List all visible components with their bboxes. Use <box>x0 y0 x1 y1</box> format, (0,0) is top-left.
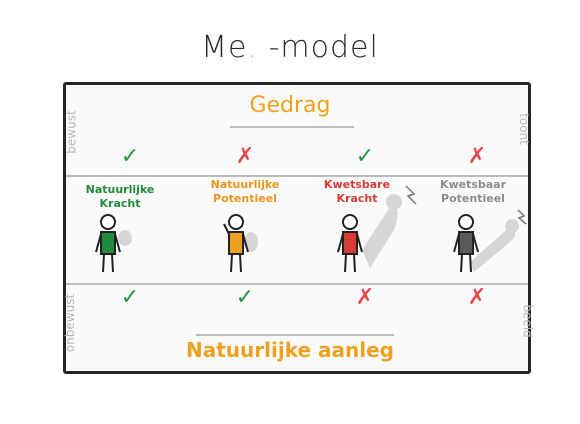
col4-shadow-head <box>505 219 519 233</box>
col2-leg-left <box>230 253 233 273</box>
col4-head <box>458 214 474 230</box>
top-divider <box>66 175 528 177</box>
col2-arm-right <box>242 233 249 253</box>
col1-shadow <box>118 230 132 246</box>
col4-shadow <box>470 228 516 272</box>
col3-leg-left <box>344 253 347 273</box>
figure-natuurlijke-kracht <box>95 214 132 273</box>
col3-shadow <box>362 205 398 268</box>
col3-label-line2: Kracht <box>336 192 378 205</box>
col1-label-line1: Natuurlijke <box>85 183 155 196</box>
col3-lightning-icon <box>405 185 417 205</box>
col3-leg-right <box>353 253 356 273</box>
gedrag-label: Gedrag <box>249 93 331 118</box>
col2-bottom-check-icon: ✓ <box>235 285 255 310</box>
page-title: Me. -model <box>0 30 580 65</box>
col3-bottom-cross-icon: ✗ <box>355 285 375 310</box>
col1-label-line2: Kracht <box>99 197 141 210</box>
model-frame <box>63 82 531 374</box>
col4-lightning-icon <box>517 209 527 225</box>
figure-kwetsbaar-potentieel <box>453 209 527 273</box>
col4-leg-left <box>460 253 463 273</box>
col4-leg-right <box>469 253 472 273</box>
col3-shadow-head <box>386 194 402 210</box>
col1-head <box>100 214 116 230</box>
bottom-divider <box>66 283 528 285</box>
col1-bottom-check-icon: ✓ <box>120 285 140 310</box>
side-label-beeld: beeld <box>520 304 535 338</box>
title-suffix: -model <box>258 30 379 65</box>
col4-label: Kwetsbaar Potentieel <box>428 178 518 206</box>
col2-body <box>228 231 244 255</box>
col1-body <box>100 231 116 255</box>
col3-label-line1: Kwetsbare <box>323 178 391 191</box>
col1-leg-right <box>111 253 114 273</box>
col4-arm-left <box>453 233 460 253</box>
col1-top-check-icon: ✓ <box>120 144 140 169</box>
col4-label-line1: Kwetsbaar <box>439 178 507 191</box>
col4-arm-right <box>472 233 479 253</box>
col4-top-cross-icon: ✗ <box>467 144 487 169</box>
col1-arm-left <box>95 233 102 253</box>
col3-top-check-icon: ✓ <box>355 144 375 169</box>
col1-leg-left <box>102 253 105 273</box>
col2-label-line2: Potentieel <box>213 192 277 205</box>
col3-arm-left <box>337 233 344 253</box>
col4-bottom-cross-icon: ✗ <box>467 285 487 310</box>
col2-label: Natuurlijke Potentieel <box>200 178 290 206</box>
title-prefix: Me <box>201 30 248 65</box>
col3-label: Kwetsbare Kracht <box>312 178 402 206</box>
side-label-toont: toont <box>516 113 531 145</box>
col3-head <box>342 214 358 230</box>
side-label-bewust: bewust <box>64 110 79 154</box>
col3-arm-right <box>356 233 363 253</box>
col2-leg-right <box>239 253 242 273</box>
col1-arm-right <box>114 233 121 253</box>
side-label-onbewust: onbewust <box>63 293 78 353</box>
aanleg-label: Natuurlijke aanleg <box>186 338 394 362</box>
gedrag-underline <box>230 126 354 128</box>
col2-top-cross-icon: ✗ <box>235 144 255 169</box>
col2-arm-left <box>223 223 230 235</box>
title-dot: . <box>247 30 259 65</box>
col2-head <box>228 214 244 230</box>
col2-label-line1: Natuurlijke <box>210 178 280 191</box>
col4-body <box>458 231 474 255</box>
col4-label-line2: Potentieel <box>441 192 505 205</box>
col1-label: Natuurlijke Kracht <box>75 183 165 211</box>
figure-natuurlijke-potentieel <box>223 214 258 273</box>
aanleg-overline <box>196 334 394 336</box>
figure-kwetsbare-kracht <box>337 185 417 273</box>
col3-body <box>342 231 358 255</box>
